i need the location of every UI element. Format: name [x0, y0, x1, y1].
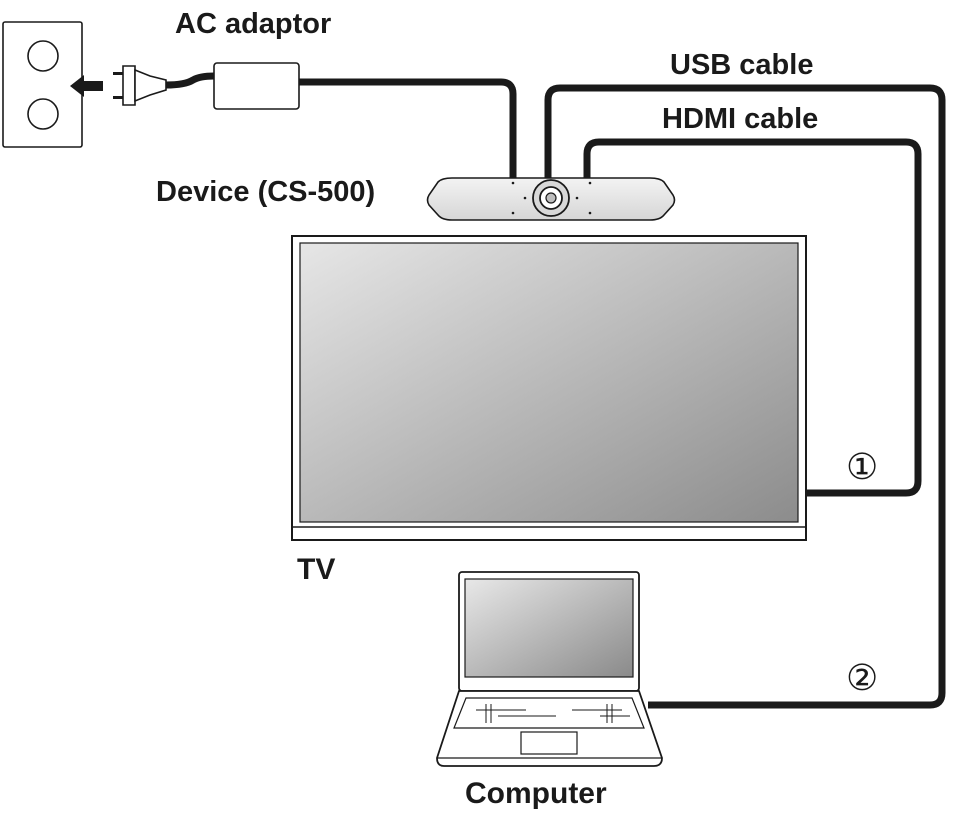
wall-outlet-icon — [2, 21, 83, 148]
camera-lens-icon — [532, 179, 570, 217]
laptop-screen — [464, 578, 634, 678]
tv-screen — [299, 242, 799, 523]
ac-adaptor-label: AC adaptor — [175, 8, 331, 40]
computer-label: Computer — [465, 777, 607, 810]
tv-label: TV — [297, 553, 335, 586]
power-plug-icon — [113, 65, 167, 106]
plug-cable — [165, 72, 215, 89]
marker-1: ① — [846, 447, 878, 488]
tv — [291, 235, 807, 541]
ac-adaptor-box — [213, 62, 300, 110]
arrow-left-icon — [70, 75, 103, 97]
laptop — [436, 571, 663, 767]
power-cable — [299, 78, 517, 180]
device-label: Device (CS-500) — [156, 176, 375, 208]
marker-2: ② — [846, 658, 878, 699]
hdmi-cable — [583, 138, 922, 497]
laptop-touchpad — [520, 731, 578, 755]
usb-cable — [544, 84, 946, 709]
usb-cable-label: USB cable — [670, 49, 813, 81]
hdmi-cable-label: HDMI cable — [662, 103, 818, 135]
